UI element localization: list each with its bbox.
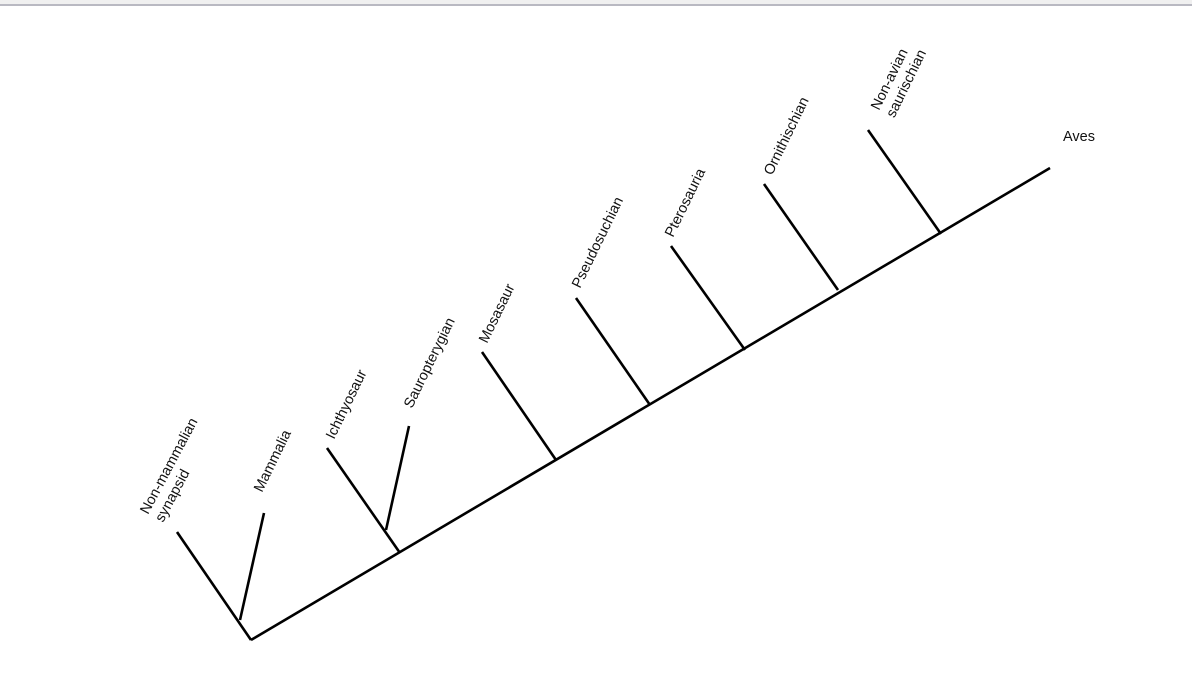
branch-ichthyosaur xyxy=(325,447,402,554)
label-non-mammalian-synapsid: Non-mammalian synapsid xyxy=(137,412,218,525)
label-text: Ichthyosaur xyxy=(323,367,370,442)
branch-pterosauria xyxy=(669,245,747,351)
label-aves: Aves xyxy=(1063,129,1095,145)
label-text: Ornithischian xyxy=(761,95,812,178)
label-sauropterygian: Sauropterygian xyxy=(401,315,458,410)
window-top-edge xyxy=(0,0,1192,6)
label-text: Mosasaur xyxy=(476,281,518,345)
label-text: Pseudosuchian xyxy=(569,195,627,291)
label-non-avian-saurischian: Non-avian saurischian xyxy=(868,40,930,120)
label-text: Aves xyxy=(1063,129,1095,145)
branch-mosasaur xyxy=(480,351,558,461)
svg-text:Non-avian saurischian: Non-avian saurischian xyxy=(868,40,930,120)
label-mosasaur: Mosasaur xyxy=(476,281,518,345)
branch-pseudosuchian xyxy=(574,297,652,406)
branch-ornithischian xyxy=(762,183,840,291)
label-text: Pterosauria xyxy=(662,165,709,240)
label-ichthyosaur: Ichthyosaur xyxy=(323,367,370,442)
branch-mammalia xyxy=(238,512,266,621)
branch-non-mammalian-synapsid xyxy=(175,531,253,641)
branch-sauropterygian xyxy=(384,425,411,531)
label-mammalia: Mammalia xyxy=(251,427,295,495)
label-pseudosuchian: Pseudosuchian xyxy=(569,195,627,291)
label-pterosauria: Pterosauria xyxy=(662,165,709,240)
label-ornithischian: Ornithischian xyxy=(761,95,812,178)
branch-non-avian-saurischian xyxy=(866,129,943,235)
label-text: Mammalia xyxy=(251,427,295,495)
label-text: Sauropterygian xyxy=(401,315,458,410)
svg-text:Non-mammalian synapsid: Non-mammalian synapsid xyxy=(137,412,218,525)
